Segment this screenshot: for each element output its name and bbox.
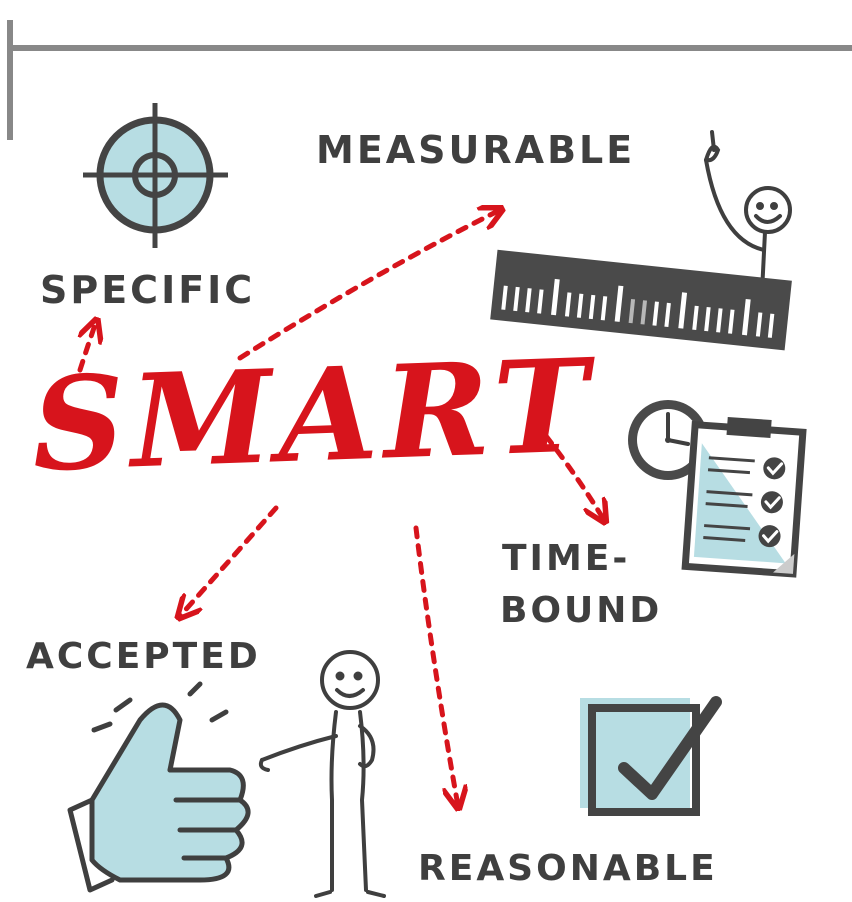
- title-smart: SMART: [29, 331, 598, 501]
- arrow-to-time-bound: [543, 433, 604, 520]
- stick-figure-icon: [704, 130, 792, 294]
- arrow-to-accepted: [180, 505, 279, 616]
- target-icon: [83, 103, 228, 248]
- checkbox-checked-icon: [580, 696, 722, 816]
- thumbs-up-icon: [67, 681, 251, 893]
- label-time: TIME-: [502, 538, 631, 579]
- arrow-to-specific: [77, 322, 96, 373]
- label-reasonable: REASONABLE: [418, 848, 718, 889]
- arrow-to-reasonable: [413, 525, 458, 806]
- ruler-icon: [490, 249, 792, 351]
- arrow-to-measurable: [237, 210, 500, 361]
- label-accepted: ACCEPTED: [26, 636, 261, 677]
- label-specific: SPECIFIC: [40, 268, 256, 312]
- label-bound: BOUND: [500, 590, 663, 631]
- frame-lines: [7, 20, 852, 140]
- connector-arrows: [77, 210, 604, 806]
- clock-icon: [628, 400, 708, 480]
- person-figure-icon: [258, 650, 386, 898]
- label-measurable: MEASURABLE: [316, 128, 636, 172]
- clipboard-checklist-icon: [681, 416, 807, 578]
